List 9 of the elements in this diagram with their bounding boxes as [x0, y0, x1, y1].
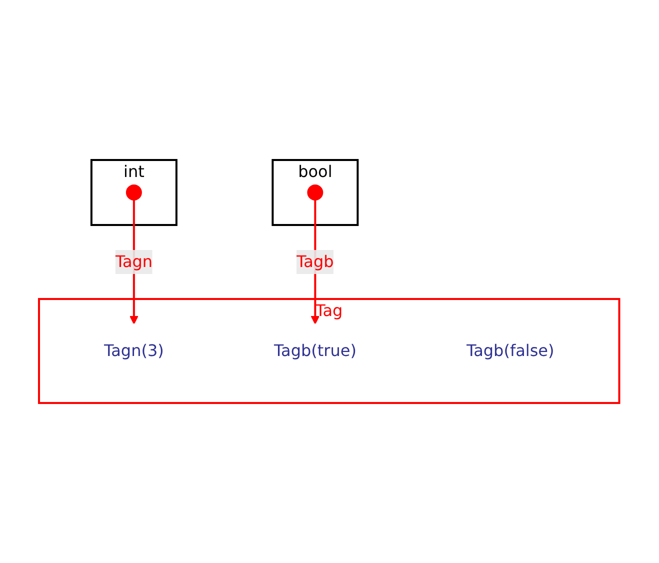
- cluster: int: [90, 159, 178, 226]
- node-circle: [126, 184, 142, 200]
- node-circle: [308, 184, 324, 200]
- node-text: Tagb(false): [466, 341, 555, 360]
- edge-label: Tagb: [296, 252, 334, 271]
- node-text: Tagb(true): [274, 341, 357, 360]
- node-text: Tagn(3): [104, 341, 164, 360]
- cluster: bool: [272, 159, 360, 226]
- edge-label: Tagn: [116, 252, 153, 271]
